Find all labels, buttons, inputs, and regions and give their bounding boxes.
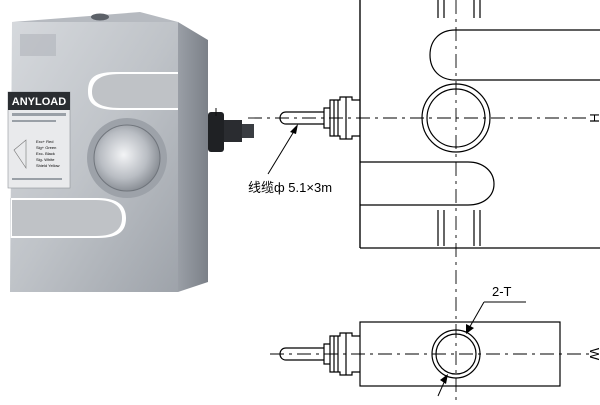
load-cell-photo: ANYLOAD Exc+ Red Sig+ Green Exc- Black S… [7,12,254,292]
label-line [12,178,62,180]
top-gland-tip [323,343,330,365]
gland-nut [224,120,242,142]
top-view-hole-inner [435,333,477,375]
wire-legend: Exc+ Red Sig+ Green Exc- Black Sig- Whit… [36,139,60,168]
thread-label: 2-T [492,284,512,299]
thread-leader-arrow [466,324,474,334]
lower-slot [12,200,122,236]
wire-legend-item: Shield Yellow [36,163,60,168]
top-thread-hole [91,13,109,21]
label-line [12,120,56,122]
thread-callout: 2-T [437,284,526,397]
top-gland-outline [329,332,360,376]
cable-label: 线缆ф 5.1×3m [248,180,332,195]
engraving [20,34,56,56]
top-cable [279,347,324,361]
wire-legend-item: Exc+ Red [36,139,53,144]
centre-lines [248,0,590,405]
wire-legend-item: Sig+ Green [36,145,56,150]
brand-band [8,92,70,110]
cable-end [242,124,254,138]
top-view-drawing [279,321,561,387]
cable-gland [208,112,224,152]
dim-bottom-label: W [587,348,600,361]
wire-legend-item: Exc- Black [36,151,55,156]
top-view-body [359,321,561,387]
cell-side-face [178,22,208,292]
thread-leader-lower-arrow [440,374,448,384]
label-line [12,113,66,116]
lower-slot-outline [360,161,495,206]
brand-text: ANYLOAD [12,96,66,108]
top-view-hole-outer [431,329,481,379]
cap-face [93,124,161,192]
label-graphic [13,139,27,169]
cable-callout: 线缆ф 5.1×3m [248,124,332,195]
cable-leader [267,127,297,175]
front-view-lines [279,0,600,249]
wire-legend-item: Sig- White [36,157,55,162]
upper-slot [92,74,178,108]
dim-side-label: H [587,113,600,122]
upper-slot-outline [429,29,600,81]
cable-leader-arrow [290,124,298,134]
thread-leader [467,301,485,331]
